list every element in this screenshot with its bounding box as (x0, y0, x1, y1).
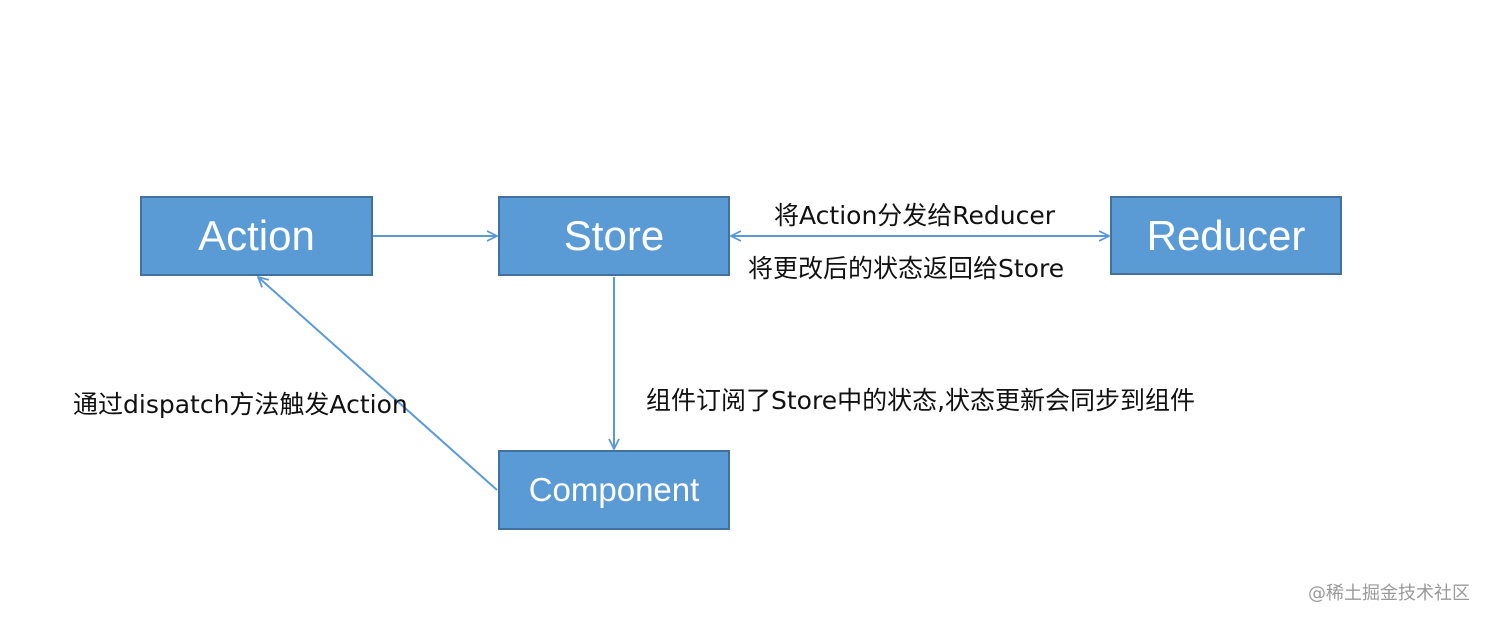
node-component: Component (498, 450, 730, 530)
node-reducer: Reducer (1110, 196, 1342, 275)
node-action-label: Action (198, 212, 315, 259)
node-reducer-label: Reducer (1146, 211, 1306, 259)
edge-label-subscribe: 组件订阅了Store中的状态,状态更新会同步到组件 (646, 386, 1196, 415)
edge-label-reducer-to-store: 将更改后的状态返回给Store (748, 254, 1065, 283)
edge-label-store-to-reducer: 将Action分发给Reducer (774, 201, 1056, 230)
node-store: Store (498, 196, 730, 276)
node-component-label: Component (528, 471, 700, 508)
watermark: @稀土掘金技术社区 (1308, 583, 1470, 604)
arrow-component-to-action (258, 277, 498, 491)
node-store-label: Store (563, 212, 665, 259)
node-action: Action (140, 196, 373, 276)
edge-label-dispatch: 通过dispatch方法触发Action (73, 390, 408, 419)
